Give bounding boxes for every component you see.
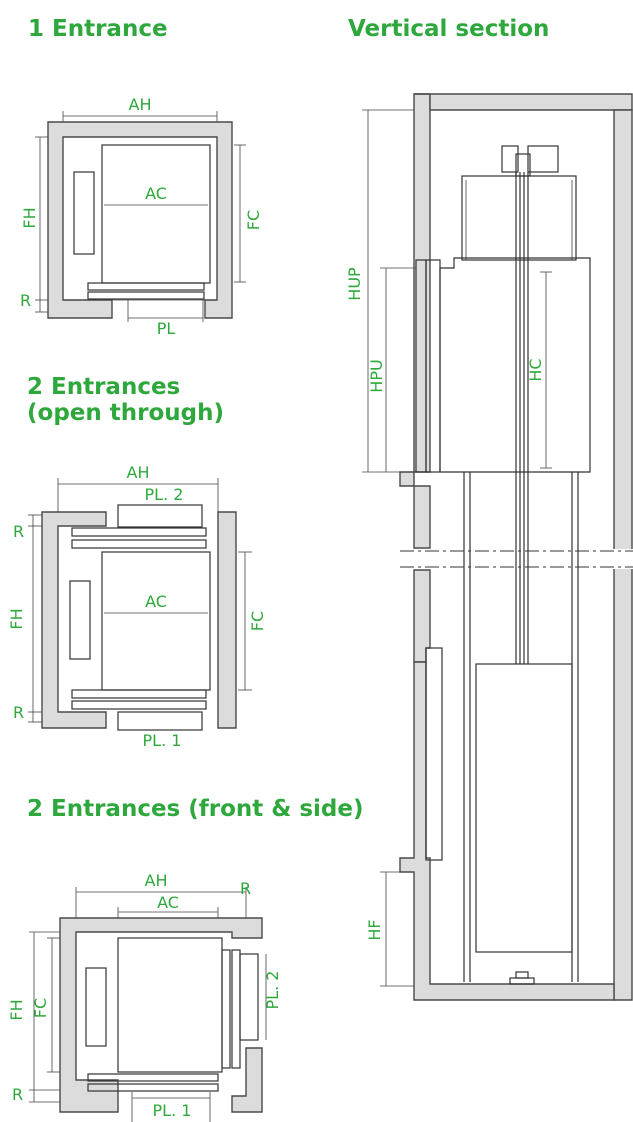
plan2-ac-label: AC (145, 592, 167, 611)
section-hpu-label: HPU (367, 359, 386, 392)
plan1-ah-label: AH (129, 95, 152, 114)
shaft-wall-top (414, 93, 633, 111)
plan2-sill-top-a (71, 527, 207, 537)
heading-vertical-section: Vertical section (348, 16, 550, 42)
machine-motor-left (501, 145, 519, 173)
counterweight (475, 663, 573, 953)
plan-open-through: AH PL. 2 AC R FH R FC PL. 1 (7, 463, 267, 750)
car-frame (461, 175, 577, 261)
plan3-car-panel (85, 967, 107, 1047)
plan3-fc-label: FC (31, 998, 50, 1018)
plan2-pl1-label: PL. 1 (143, 731, 182, 750)
plan1-wall (47, 121, 233, 319)
plan1-door-sill-a (87, 282, 205, 291)
plan3-side-door (239, 953, 259, 1041)
plan2-r-top-label: R (13, 522, 24, 541)
plan2-car-panel (69, 580, 91, 660)
plan-one-entrance: AH AC FH R FC PL (20, 95, 263, 338)
plan3-side-sill-b (231, 949, 241, 1069)
plan3-front-sill-a (87, 1073, 219, 1082)
machine-motor-right (527, 145, 559, 173)
pit-buffer (509, 977, 535, 985)
plan3-wall-corner (231, 1047, 263, 1113)
plan3-r-bottom-label: R (12, 1085, 23, 1104)
shaft-wall-left-mid (413, 485, 431, 549)
section-hup-label: HUP (345, 267, 364, 301)
plan2-car (101, 551, 211, 691)
plan1-car (101, 144, 211, 284)
plan2-r-bottom-label: R (13, 703, 24, 722)
plan2-wall-left (41, 511, 107, 729)
heading-front-side: 2 Entrances (front & side) (27, 796, 364, 822)
plan1-fh-label: FH (20, 207, 39, 228)
section-hc-label: HC (526, 358, 545, 381)
plan3-pl1-label: PL. 1 (153, 1101, 192, 1120)
plan1-door-sill-b (87, 291, 205, 300)
plan3-r-top-label: R (240, 879, 251, 898)
plan3-car (117, 937, 223, 1073)
section-hf-label: HF (365, 919, 384, 940)
plan2-pl2-label: PL. 2 (145, 485, 184, 504)
plan3-ah-label: AH (145, 871, 168, 890)
lower-landing-door (425, 647, 443, 861)
plan2-sill-top-b (71, 539, 207, 549)
car-cabin (439, 257, 591, 473)
plan3-side-sill-a (221, 949, 231, 1069)
plan-front-side: AH R AC FH FC R PL. 2 PL. 1 (7, 871, 282, 1122)
plan1-fc-label: FC (244, 210, 263, 230)
plan1-pl-label: PL (157, 319, 176, 338)
plan2-sill-bot-b (71, 700, 207, 710)
plan1-car-panel (73, 171, 95, 255)
plan2-door-bot (117, 711, 203, 731)
heading-two-entrances-line1: 2 Entrances (27, 374, 181, 400)
vertical-section: HUP HPU HC HF (345, 93, 633, 1001)
shaft-wall-left-bottom (399, 661, 615, 1001)
plan2-sill-bot-a (71, 689, 207, 699)
plan3-front-sill-b (87, 1083, 219, 1092)
heading-one-entrance: 1 Entrance (28, 16, 168, 42)
plan2-fc-label: FC (248, 611, 267, 631)
plan3-wall-main (59, 917, 263, 1113)
plan3-pl2-label: PL. 2 (263, 971, 282, 1010)
plan2-door-top (117, 504, 203, 528)
heading-two-entrances-line2: (open through) (27, 400, 224, 427)
plan2-fh-label: FH (7, 608, 26, 629)
plan1-r-label: R (20, 291, 31, 310)
plan2-wall-right (217, 511, 237, 729)
plan2-ah-label: AH (127, 463, 150, 482)
plan1-ac-label: AC (145, 184, 167, 203)
plan3-fh-label: FH (7, 999, 26, 1020)
plan3-ac-label: AC (157, 893, 179, 912)
heading-two-entrances: 2 Entrances (open through) (27, 374, 224, 427)
